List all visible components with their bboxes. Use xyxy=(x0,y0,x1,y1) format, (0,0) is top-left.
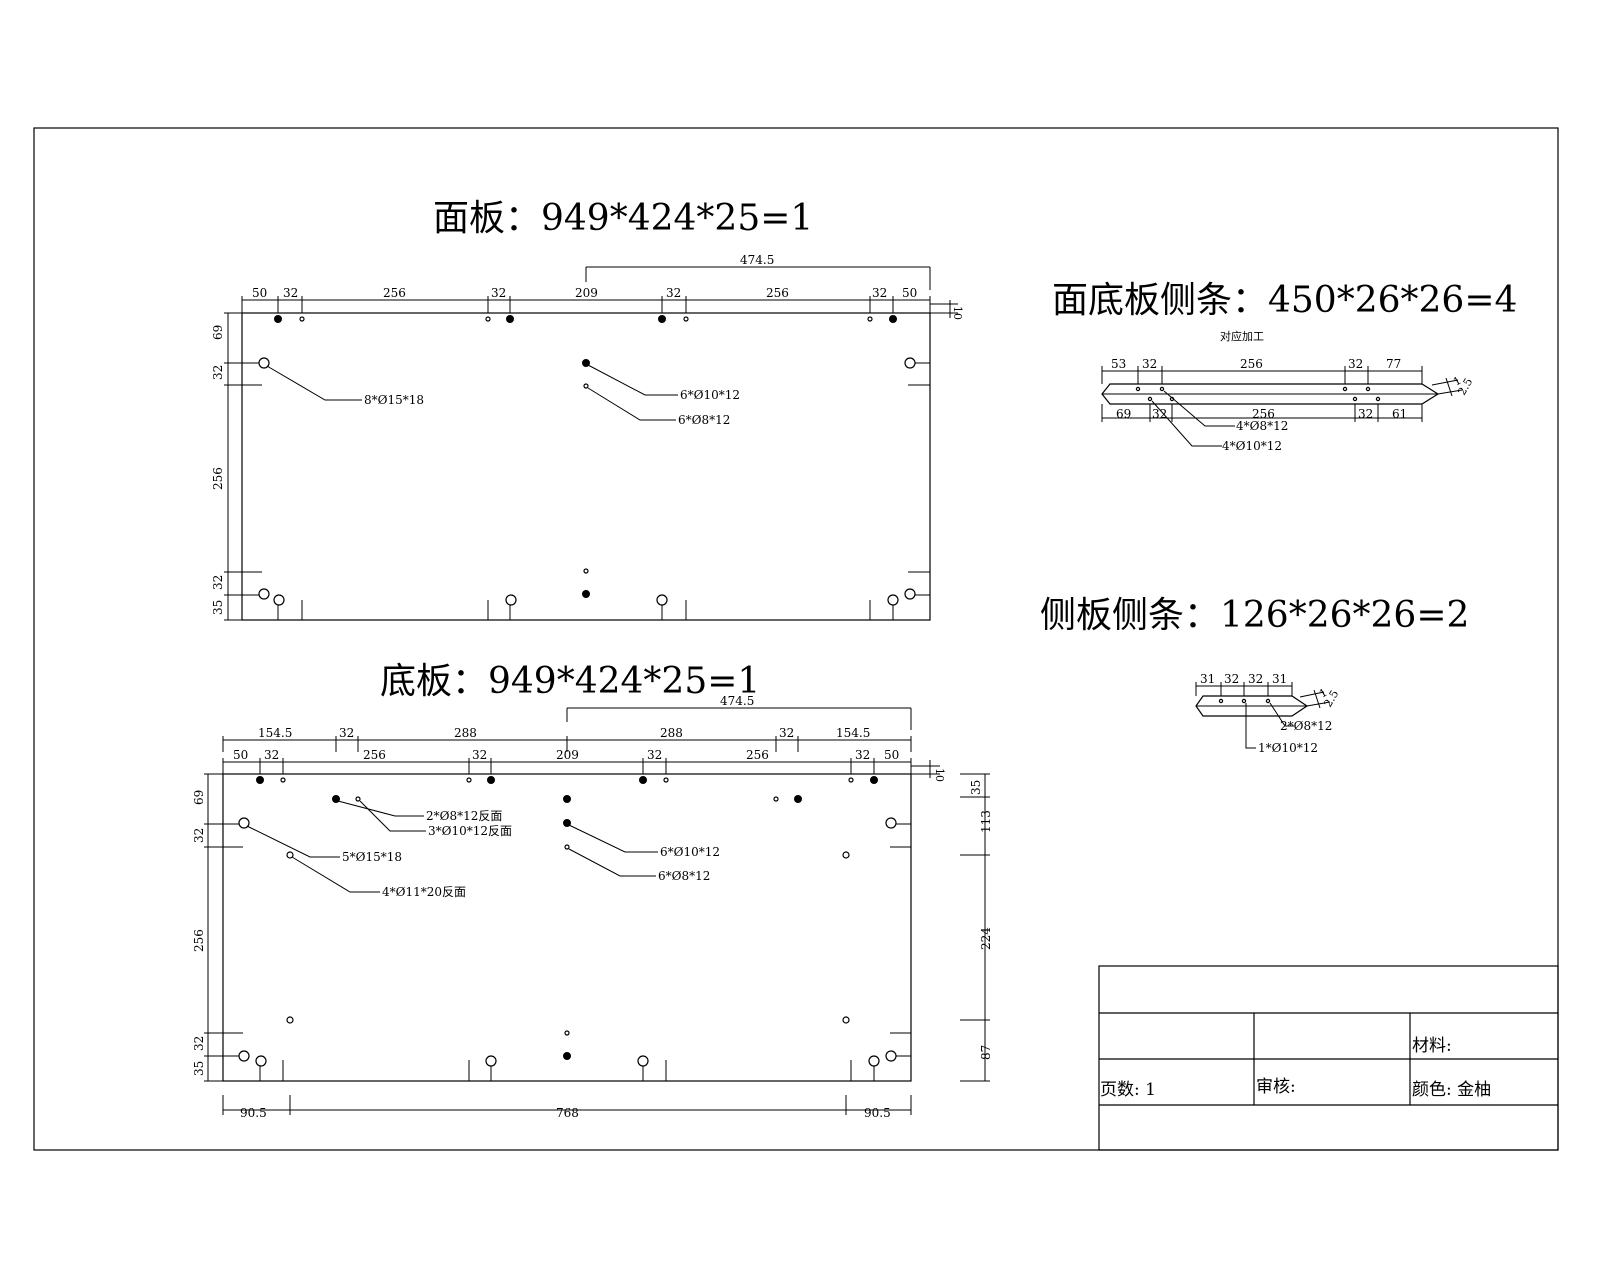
face-strip-note-1: 4*Ø8*12 xyxy=(1236,419,1288,433)
bottom-row2-dim-3: 256 xyxy=(363,748,386,762)
top-panel-outline xyxy=(241,312,931,621)
face-strip-title: 面底板侧条：450*26*26=4 xyxy=(1052,280,1517,321)
side-strip-dim-1: 31 xyxy=(1200,672,1215,686)
left-dim-5: 35 xyxy=(211,600,225,615)
top-dim-7: 256 xyxy=(766,286,789,300)
face-strip-top-dim-3: 256 xyxy=(1240,357,1263,371)
bottom-note-2: 3*Ø10*12反面 xyxy=(428,824,512,838)
bottom-row2-dim-6: 32 xyxy=(647,748,662,762)
bottom-right-dim-3: 224 xyxy=(979,927,993,950)
top-note-3: 6*Ø8*12 xyxy=(678,413,730,427)
top-dim-6: 32 xyxy=(666,286,681,300)
bottom-left-dim-1: 69 xyxy=(192,790,206,805)
bottom-row1-dim-4: 288 xyxy=(660,726,683,740)
bottom-row1-dim-2: 32 xyxy=(339,726,354,740)
side-strip-drawing: 侧板侧条：126*26*26=2 31 32 32 31 2*Ø8*12 1*Ø… xyxy=(1040,595,1469,755)
face-strip-subtitle: 对应加工 xyxy=(1220,329,1264,343)
pages-label: 页数: 1 xyxy=(1100,1080,1156,1100)
bottom-row2-dim-1: 50 xyxy=(233,748,248,762)
bottom-right-dim-4: 87 xyxy=(979,1045,993,1060)
top-dim-4: 32 xyxy=(491,286,506,300)
face-strip-top-dim-1: 53 xyxy=(1111,357,1126,371)
review-label: 审核: xyxy=(1256,1077,1296,1097)
bottom-left-dim-2: 32 xyxy=(192,828,206,843)
side-strip-dim-3: 32 xyxy=(1248,672,1263,686)
face-strip-top-dim-5: 77 xyxy=(1386,357,1401,371)
title-block: 材料: 页数: 1 审核: 颜色: 金柚 xyxy=(1098,965,1559,1151)
bottom-dim-overall: 474.5 xyxy=(720,694,754,708)
bottom-note-5: 6*Ø10*12 xyxy=(660,845,720,859)
color-label: 颜色: 金柚 xyxy=(1412,1080,1491,1100)
top-note-2: 6*Ø10*12 xyxy=(680,388,740,402)
face-strip-top-dim-4: 32 xyxy=(1348,357,1363,371)
face-strip-drawing: 面底板侧条：450*26*26=4 对应加工 53 32 256 32 77 6… xyxy=(1052,280,1517,453)
left-dim-3: 256 xyxy=(211,467,225,490)
top-dim-1: 50 xyxy=(252,286,267,300)
bottom-row2-dim-2: 32 xyxy=(264,748,279,762)
top-dim-2: 32 xyxy=(283,286,298,300)
bottom-row1-dim-6: 154.5 xyxy=(836,726,870,740)
bottom-dim-bottom-2: 768 xyxy=(556,1106,579,1120)
sheet-border xyxy=(33,127,1559,1151)
left-dim-2: 32 xyxy=(211,365,225,380)
top-dim-5: 209 xyxy=(575,286,598,300)
top-dim-right: 10 xyxy=(951,306,964,320)
side-strip-note-2: 1*Ø10*12 xyxy=(1258,741,1318,755)
face-strip-bottom-dim-5: 61 xyxy=(1392,407,1407,421)
bottom-dim-bottom-3: 90.5 xyxy=(864,1106,891,1120)
bottom-note-4: 4*Ø11*20反面 xyxy=(382,885,466,899)
face-strip-bottom-dim-1: 69 xyxy=(1116,407,1131,421)
bottom-row1-dim-1: 154.5 xyxy=(258,726,292,740)
side-strip-dim-2: 32 xyxy=(1224,672,1239,686)
bottom-dim-right-small: 10 xyxy=(933,768,946,782)
face-strip-bottom-dim-4: 32 xyxy=(1358,407,1373,421)
bottom-note-6: 6*Ø8*12 xyxy=(658,869,710,883)
top-dim-8: 32 xyxy=(872,286,887,300)
bottom-dim-bottom-1: 90.5 xyxy=(240,1106,267,1120)
face-strip-note-2: 4*Ø10*12 xyxy=(1222,439,1282,453)
top-note-1: 8*Ø15*18 xyxy=(364,393,424,407)
side-strip-dim-4: 31 xyxy=(1272,672,1287,686)
bottom-note-1: 2*Ø8*12反面 xyxy=(426,809,502,823)
bottom-note-3: 5*Ø15*18 xyxy=(342,850,402,864)
bottom-row2-dim-4: 32 xyxy=(472,748,487,762)
bottom-panel-drawing: 底板：949*424*25=1 474.5 154.5 32 288 288 3… xyxy=(192,661,993,1120)
top-dim-overall: 474.5 xyxy=(740,253,774,267)
bottom-left-dim-4: 32 xyxy=(192,1036,206,1051)
top-panel-title: 面板：949*424*25=1 xyxy=(433,198,813,239)
top-dim-3: 256 xyxy=(383,286,406,300)
bottom-row2-dim-7: 256 xyxy=(746,748,769,762)
left-dim-1: 69 xyxy=(211,325,225,340)
bottom-right-dim-2: 113 xyxy=(979,810,993,833)
bottom-row2-dim-9: 50 xyxy=(884,748,899,762)
bottom-row2-dim-8: 32 xyxy=(855,748,870,762)
bottom-left-dim-5: 35 xyxy=(192,1061,206,1076)
bottom-right-dim-1: 35 xyxy=(969,780,983,795)
face-strip-top-dim-2: 32 xyxy=(1142,357,1157,371)
face-strip-bottom-dim-3: 256 xyxy=(1252,407,1275,421)
material-label: 材料: xyxy=(1412,1036,1452,1056)
top-panel-drawing: 面板：949*424*25=1 50 32 256 32 209 32 256 … xyxy=(211,198,964,621)
side-strip-note-1: 2*Ø8*12 xyxy=(1280,719,1332,733)
face-strip-bottom-dim-2: 32 xyxy=(1152,407,1167,421)
bottom-panel-outline xyxy=(222,773,912,1082)
bottom-row1-dim-5: 32 xyxy=(779,726,794,740)
bottom-left-dim-3: 256 xyxy=(192,929,206,952)
bottom-row1-dim-3: 288 xyxy=(454,726,477,740)
left-dim-4: 32 xyxy=(211,575,225,590)
side-strip-title: 侧板侧条：126*26*26=2 xyxy=(1040,595,1469,636)
bottom-row2-dim-5: 209 xyxy=(556,748,579,762)
top-dim-9: 50 xyxy=(902,286,917,300)
bottom-panel-title: 底板：949*424*25=1 xyxy=(380,661,760,702)
